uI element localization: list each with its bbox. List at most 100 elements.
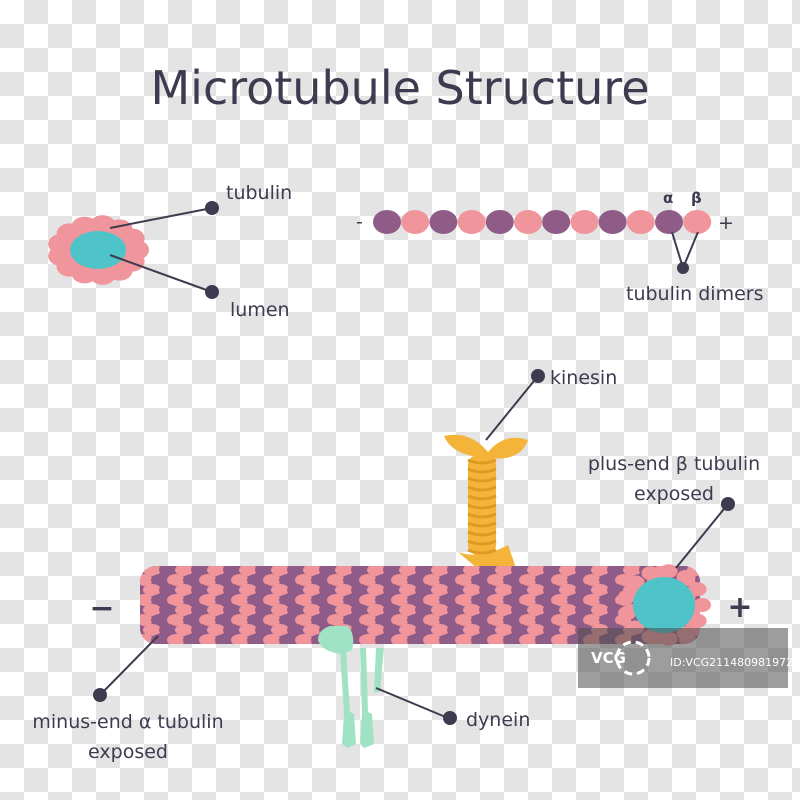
lattice-subunit xyxy=(431,566,449,576)
beta-tubulin-bead xyxy=(683,210,712,234)
lattice-subunit xyxy=(239,624,257,636)
lattice-subunit xyxy=(255,624,273,636)
lattice-subunit xyxy=(447,584,465,596)
beta-symbol: β xyxy=(691,189,702,207)
lattice-subunit xyxy=(231,574,249,586)
lattice-subunit xyxy=(463,566,481,576)
minus-end-leader-line xyxy=(99,635,159,696)
lattice-subunit xyxy=(319,566,337,576)
lattice-subunit xyxy=(495,584,513,596)
lattice-subunit xyxy=(495,604,513,616)
lattice-subunit xyxy=(447,566,465,576)
lattice-subunit xyxy=(143,584,161,596)
plus-end-leader-line xyxy=(675,503,729,569)
plus-end-subunit xyxy=(618,589,637,604)
dimer-leader-dot xyxy=(677,262,689,274)
kinesin-coil xyxy=(467,512,497,519)
lattice-subunit xyxy=(199,594,217,606)
chain-minus-sign: - xyxy=(356,211,363,233)
plus-end-label-line1: plus-end β tubulin xyxy=(588,453,760,475)
lattice-subunit xyxy=(495,624,513,636)
dynein-head xyxy=(318,626,354,654)
lattice-subunit xyxy=(247,614,265,626)
lattice-subunit xyxy=(439,594,457,606)
lattice-subunit xyxy=(287,584,305,596)
plus-end-subunit xyxy=(659,564,678,579)
watermark-logo-mark xyxy=(615,640,651,676)
lattice-subunit xyxy=(455,594,473,606)
lattice-subunit xyxy=(327,594,345,606)
lattice-subunit xyxy=(167,594,185,606)
lattice-subunit xyxy=(287,624,305,636)
kinesin-motor xyxy=(444,434,528,579)
lattice-subunit xyxy=(319,584,337,596)
lattice-subunit xyxy=(159,604,177,616)
watermark-logo: VCG xyxy=(591,649,626,667)
lattice-subunit xyxy=(140,604,145,616)
lattice-subunit xyxy=(479,584,497,596)
plus-end-subunit xyxy=(688,582,707,597)
watermark-id: ID:VCG211480981972 xyxy=(670,656,793,669)
lattice-subunit xyxy=(439,634,457,644)
lattice-subunit xyxy=(343,614,361,626)
lattice-subunit xyxy=(247,594,265,606)
lattice-subunit xyxy=(295,634,313,644)
beta-tubulin-bead xyxy=(570,210,599,234)
lattice-subunit xyxy=(199,614,217,626)
lattice-subunit xyxy=(455,614,473,626)
lattice-subunit xyxy=(351,566,369,576)
lattice-subunit xyxy=(391,574,409,586)
lattice-subunit xyxy=(191,624,209,636)
lattice-subunit xyxy=(335,584,353,596)
lattice-subunit xyxy=(311,594,329,606)
lattice-subunit xyxy=(263,614,281,626)
lattice-subunit xyxy=(375,574,393,586)
lattice-subunit xyxy=(231,594,249,606)
cross-section xyxy=(48,215,149,285)
lattice-subunit xyxy=(487,574,505,586)
lattice-subunit xyxy=(239,604,257,616)
lattice-subunit xyxy=(151,574,169,586)
plus-end-subunit xyxy=(688,613,707,628)
plus-end-subunit xyxy=(693,598,711,612)
lattice-subunit xyxy=(527,604,545,616)
lattice-subunit xyxy=(215,634,233,644)
lattice-subunit xyxy=(151,594,169,606)
lattice-subunit xyxy=(551,634,569,644)
kinesin-coil xyxy=(467,548,497,555)
lattice-subunit xyxy=(583,574,601,586)
lattice-subunit xyxy=(399,584,417,596)
lattice-subunit xyxy=(303,566,321,576)
lattice-subunit xyxy=(471,634,489,644)
tube-minus-sign: − xyxy=(89,591,114,626)
lattice-subunit xyxy=(623,566,641,576)
lattice-subunit xyxy=(311,574,329,586)
lattice-subunit xyxy=(287,604,305,616)
chain-plus-sign: + xyxy=(718,212,734,234)
lumen-core xyxy=(70,231,126,269)
plus-end-label-line2: exposed xyxy=(634,483,714,505)
lattice-subunit xyxy=(223,566,241,576)
lattice-subunit xyxy=(359,614,377,626)
alpha-tubulin-bead xyxy=(485,210,514,234)
lattice-subunit xyxy=(447,604,465,616)
lattice-subunit xyxy=(527,566,545,576)
kinesin-stalk xyxy=(467,455,497,555)
tubulin-dimers-label: tubulin dimers xyxy=(626,283,763,305)
lattice-subunit xyxy=(399,604,417,616)
lattice-subunit xyxy=(559,584,577,596)
minus-end-leader-dot xyxy=(93,688,107,702)
lattice-subunit xyxy=(407,614,425,626)
lattice-subunit xyxy=(511,604,529,616)
lattice-subunit xyxy=(255,584,273,596)
lattice-subunit xyxy=(567,574,585,586)
lattice-subunit xyxy=(575,566,593,576)
lattice-subunit xyxy=(591,566,609,576)
lattice-subunit xyxy=(191,584,209,596)
lattice-subunit xyxy=(391,634,409,644)
lattice-subunit xyxy=(255,566,273,576)
lattice-subunit xyxy=(519,614,537,626)
lattice-subunit xyxy=(495,566,513,576)
lattice-subunit xyxy=(271,624,289,636)
